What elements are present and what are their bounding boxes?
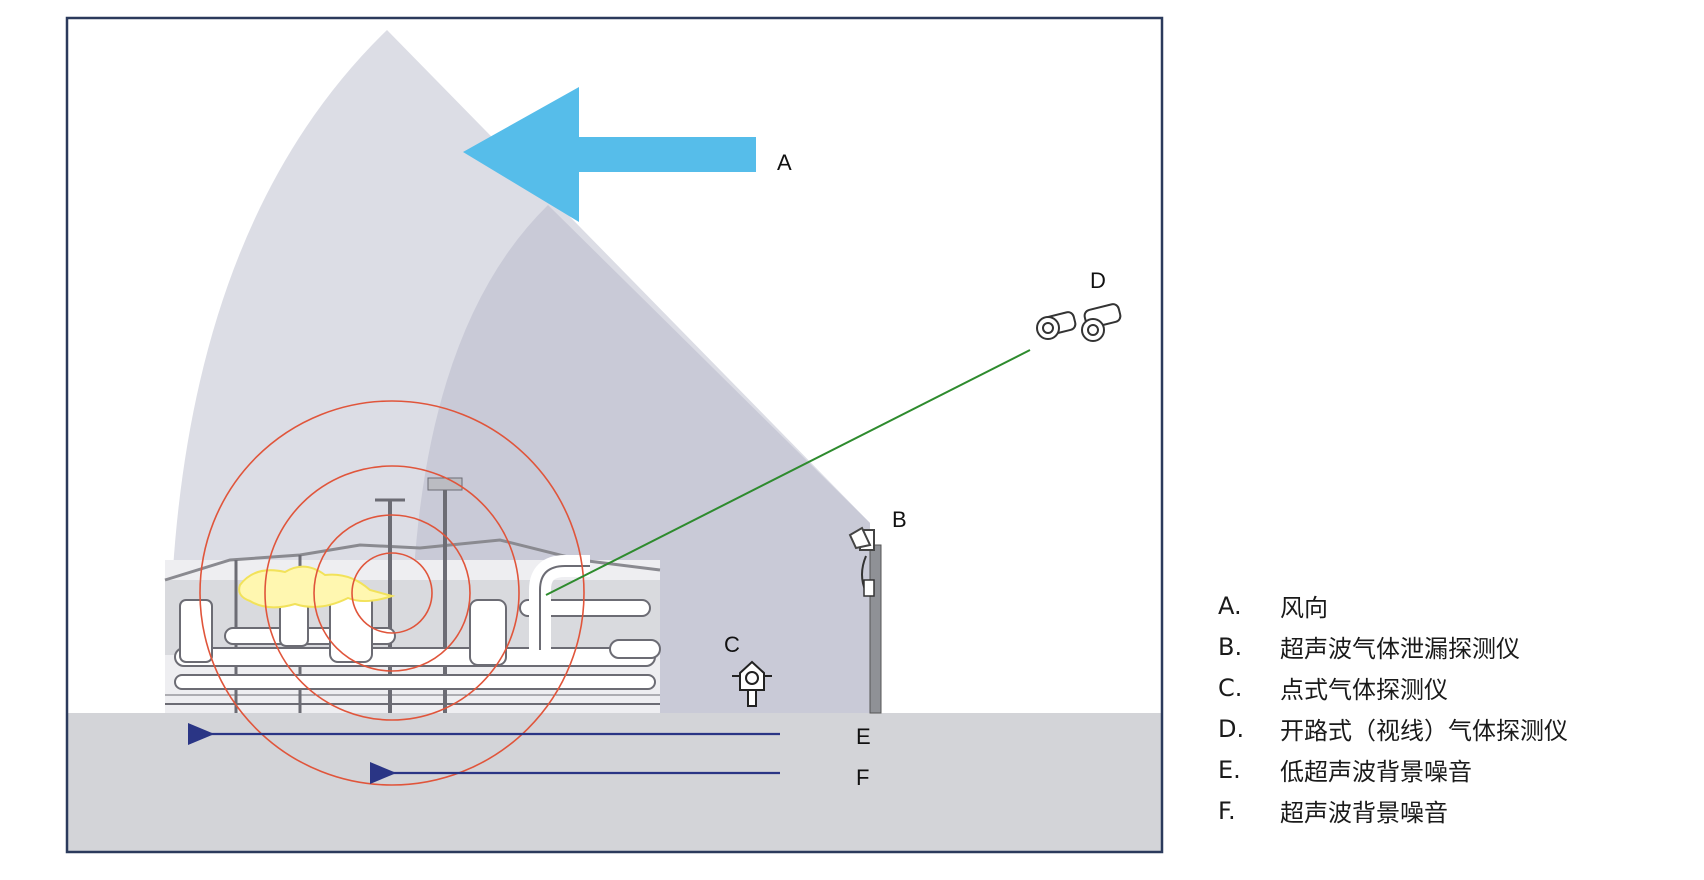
legend-text: 风向 (1280, 594, 1328, 622)
legend-key: B. (1218, 632, 1243, 661)
legend-key: D. (1218, 714, 1245, 743)
label-high-noise: F (856, 765, 869, 790)
legend-key: A. (1218, 591, 1242, 620)
label-low-noise: E (856, 724, 871, 749)
legend-item-d: D. 开路式（视线）气体探测仪 (1218, 708, 1688, 749)
label-ultrasonic-detector: B (892, 507, 907, 532)
label-point-detector: C (724, 632, 740, 657)
wind-arrow (463, 87, 756, 222)
open-path-detector (1036, 303, 1122, 342)
diagram-frame (65, 16, 1164, 854)
ultrasonic-rings (199, 400, 585, 786)
legend-item-c: C. 点式气体探测仪 (1218, 667, 1688, 708)
label-open-path-detector: D (1090, 268, 1106, 293)
legend-text: 低超声波背景噪音 (1280, 758, 1472, 786)
legend-text: 点式气体探测仪 (1280, 676, 1448, 704)
line-of-sight-beam (545, 349, 1031, 596)
legend: A. 风向 B. 超声波气体泄漏探测仪 C. 点式气体探测仪 D. 开路式（视线… (1218, 585, 1688, 831)
legend-text: 超声波背景噪音 (1280, 799, 1448, 827)
legend-item-a: A. 风向 (1218, 585, 1688, 626)
point-detector (732, 660, 772, 707)
ground (67, 713, 1162, 852)
legend-item-b: B. 超声波气体泄漏探测仪 (1218, 626, 1688, 667)
gas-leak-plume (238, 565, 396, 609)
legend-item-f: F. 超声波背景噪音 (1218, 790, 1688, 831)
legend-text: 开路式（视线）气体探测仪 (1280, 717, 1568, 745)
legend-item-e: E. 低超声波背景噪音 (1218, 749, 1688, 790)
legend-key: C. (1218, 673, 1243, 702)
legend-text: 超声波气体泄漏探测仪 (1280, 635, 1520, 663)
label-wind-arrow: A (777, 150, 792, 175)
ultrasonic-detector (848, 526, 882, 714)
legend-key: F. (1218, 796, 1236, 825)
legend-key: E. (1218, 755, 1241, 784)
